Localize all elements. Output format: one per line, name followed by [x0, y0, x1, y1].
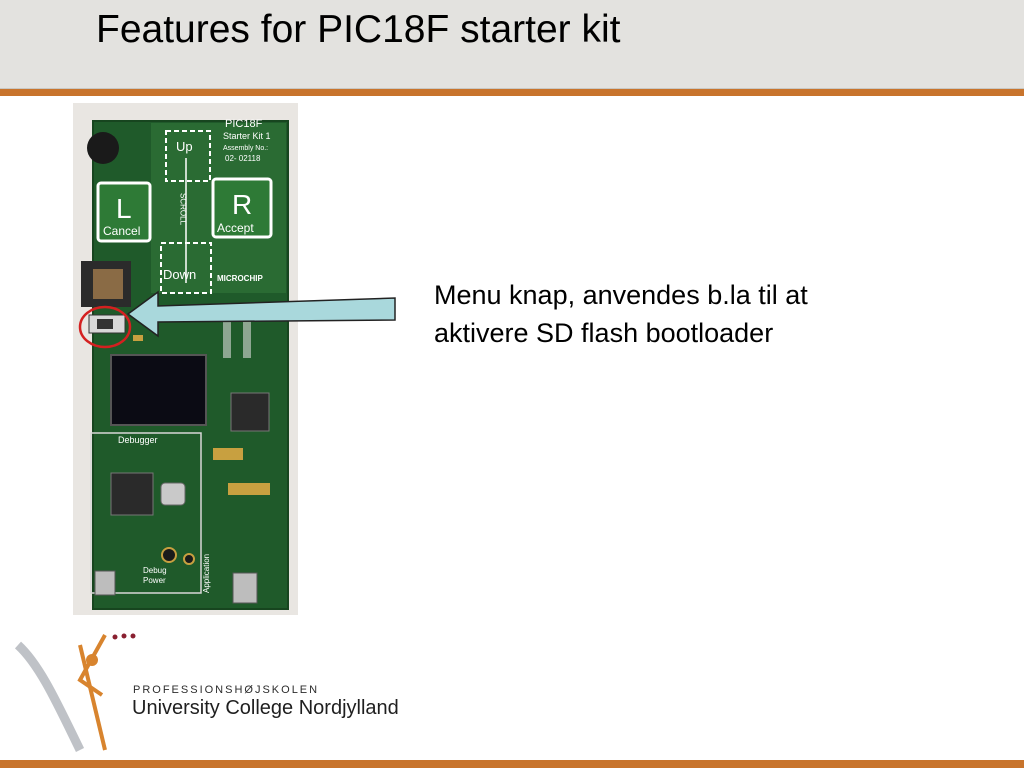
debug-usb-connector — [94, 570, 116, 596]
board-assembly-number: 02- 02118 — [225, 154, 261, 163]
main-mcu-chip — [230, 392, 270, 432]
crystal — [160, 482, 186, 506]
slide-title: Features for PIC18F starter kit — [96, 8, 621, 51]
microchip-brand: MICROCHIP — [217, 274, 263, 283]
accept-button-label: Accept — [217, 221, 254, 235]
pointer-arrow — [126, 290, 396, 338]
application-label: Application — [202, 554, 211, 593]
slide-header: Features for PIC18F starter kit — [0, 0, 1024, 90]
up-button-label: Up — [176, 139, 193, 154]
callout-line-2: aktivere SD flash bootloader — [434, 318, 774, 348]
debugger-chip — [110, 472, 154, 516]
board-model-text: PIC18F — [225, 118, 263, 130]
cancel-button-letter: L — [116, 193, 132, 224]
pin-header — [228, 483, 270, 495]
board-photo: PIC18F Starter Kit 1 Assembly No.: 02- 0… — [73, 103, 298, 615]
ucn-logo-mark — [14, 633, 136, 752]
cancel-button — [96, 181, 152, 243]
pic18f-board-illustration: PIC18F Starter Kit 1 Assembly No.: 02- 0… — [78, 118, 289, 610]
power-label: Power — [143, 576, 166, 585]
accept-button — [211, 177, 273, 239]
cancel-button-label: Cancel — [103, 224, 140, 238]
down-button-label: Down — [163, 267, 196, 282]
callout-line-1: Menu knap, anvendes b.la til at — [434, 280, 808, 310]
debug-label: Debug — [143, 566, 167, 575]
application-usb-connector — [232, 572, 258, 604]
accent-rule-top — [0, 89, 1024, 96]
accept-button-letter: R — [232, 189, 252, 220]
debugger-label: Debugger — [118, 435, 158, 445]
logo-text-small: PROFESSIONSHØJSKOLEN — [133, 684, 320, 696]
buzzer — [87, 132, 119, 164]
up-button — [165, 130, 211, 182]
highlight-circle — [78, 305, 132, 349]
accent-rule-bottom — [0, 760, 1024, 768]
scroll-label: SCROLL — [179, 193, 188, 226]
debugger-section — [90, 432, 202, 594]
callout-text: Menu knap, anvendes b.la til at aktivere… — [434, 276, 954, 352]
oled-display — [110, 354, 207, 426]
board-model-subtext: Starter Kit 1 — [223, 131, 271, 141]
board-assembly-label: Assembly No.: — [223, 145, 268, 152]
down-button — [160, 242, 212, 294]
logo-text-big: University College Nordjylland — [132, 697, 399, 719]
logo-swoosh — [14, 641, 85, 752]
